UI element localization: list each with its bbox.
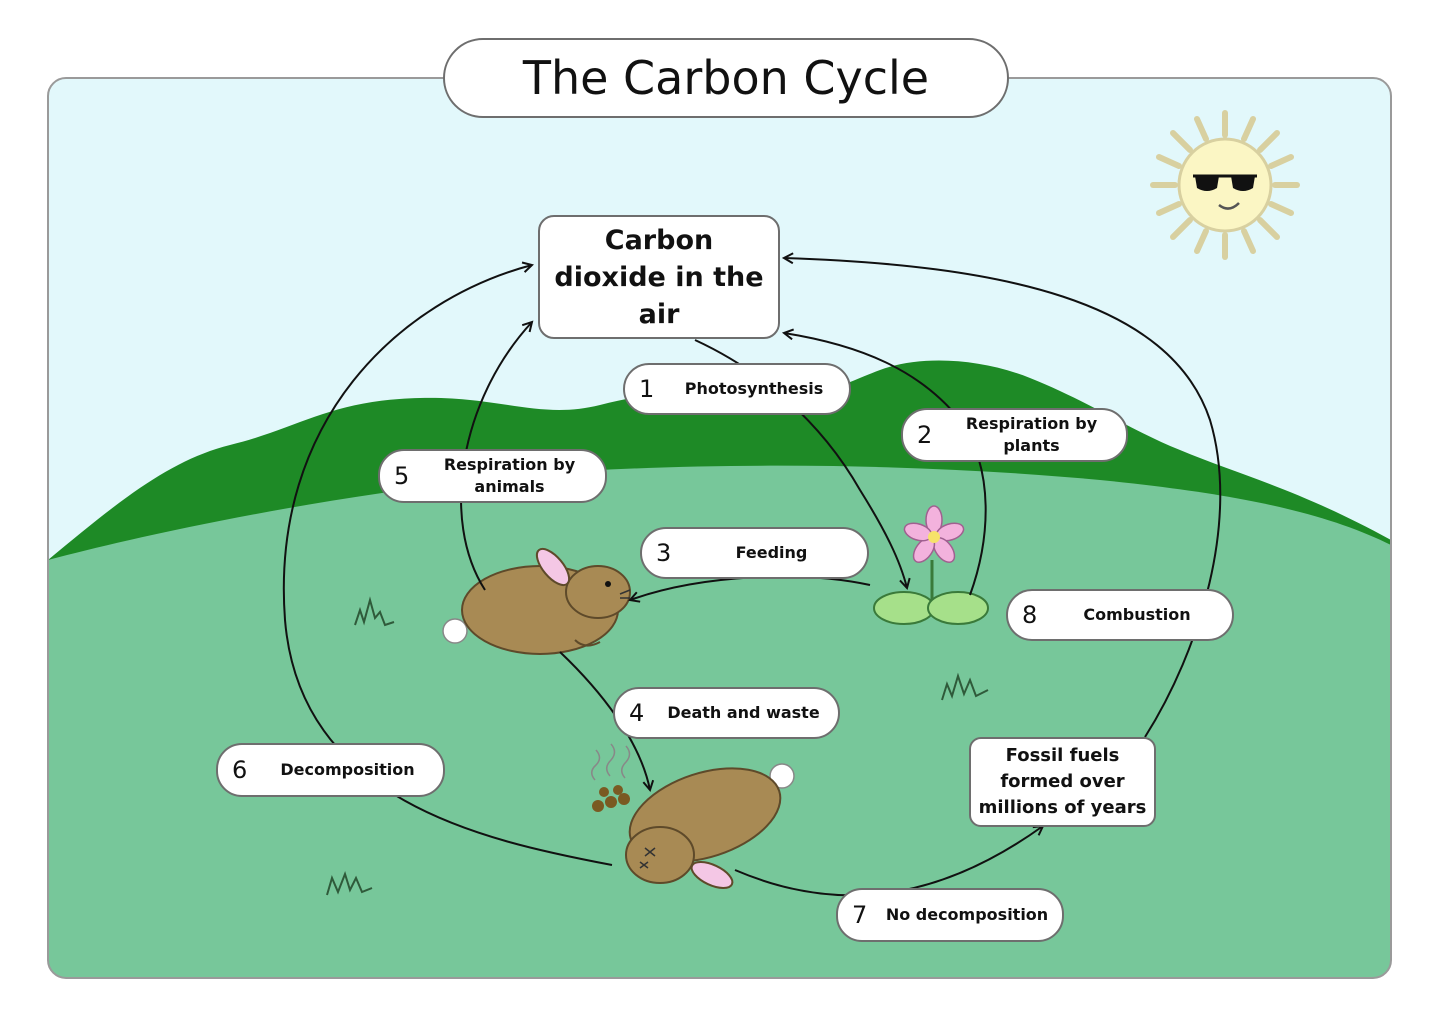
step-number: 7	[852, 901, 868, 929]
carbon-dioxide-box: Carbon dioxide in the air	[538, 215, 780, 339]
step-feeding: 3 Feeding	[640, 527, 869, 579]
rabbit-icon	[442, 547, 631, 655]
step-number: 8	[1022, 601, 1038, 629]
step-combustion: 8 Combustion	[1006, 589, 1234, 641]
step-death-and-waste: 4 Death and waste	[613, 687, 840, 739]
step-label: Decomposition	[280, 760, 415, 779]
grass-tuft-icon	[326, 870, 373, 896]
page-title: The Carbon Cycle	[443, 38, 1009, 118]
step-number: 5	[394, 462, 410, 490]
step-respiration-plants: 2 Respiration by plants	[901, 408, 1128, 462]
step-label: Respiration by animals	[443, 455, 576, 496]
step-number: 3	[656, 539, 672, 567]
step-number: 2	[917, 421, 933, 449]
arrow-decomposition	[282, 265, 613, 866]
grass-tuft-icon	[354, 596, 395, 627]
step-photosynthesis: 1 Photosynthesis	[623, 363, 851, 415]
step-no-decomposition: 7 No decomposition	[836, 888, 1064, 942]
step-label: Respiration by plants	[965, 414, 1098, 455]
step-decomposition: 6 Decomposition	[216, 743, 445, 797]
step-number: 4	[629, 699, 645, 727]
step-number: 1	[639, 375, 655, 403]
sun-icon	[1150, 110, 1300, 260]
step-number: 6	[232, 756, 248, 784]
step-label: No decomposition	[885, 905, 1049, 924]
step-label: Combustion	[1083, 605, 1191, 624]
grass-tuft-icon	[941, 672, 989, 701]
flower-icon	[873, 505, 989, 625]
droppings-icon	[591, 743, 631, 812]
dead-rabbit-icon	[625, 763, 795, 889]
step-label: Death and waste	[667, 703, 820, 722]
step-label: Photosynthesis	[684, 379, 824, 398]
step-respiration-animals: 5 Respiration by animals	[378, 449, 607, 503]
fossil-fuels-box: Fossil fuels formed over millions of yea…	[969, 737, 1156, 827]
step-label: Feeding	[735, 543, 808, 562]
